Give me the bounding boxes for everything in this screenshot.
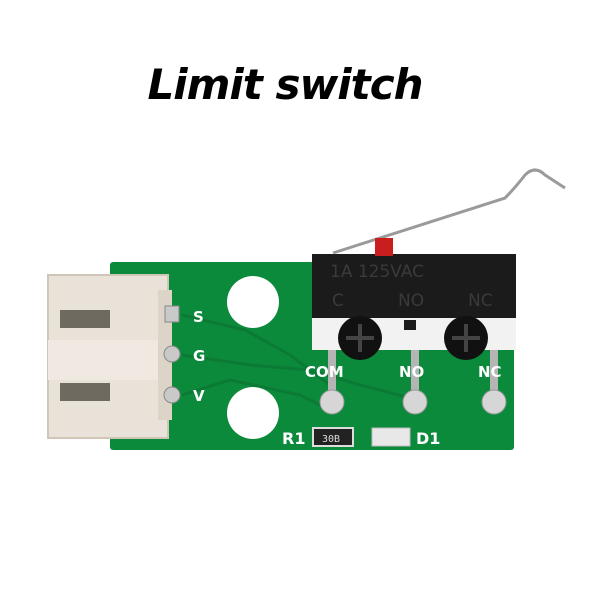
actuator-lever — [332, 168, 566, 256]
connector-pads — [163, 305, 181, 404]
pcb-label-no: NO — [399, 363, 424, 381]
mounting-hole — [227, 276, 279, 328]
switch-label-no: NO — [398, 291, 424, 311]
pin-label-s: S — [193, 308, 204, 326]
microswitch: 1A 125VAC C NO NC — [312, 254, 516, 360]
switch-rating: 1A 125VAC — [330, 262, 424, 282]
switch-label-c: C — [332, 291, 344, 311]
title: Limit switch — [147, 60, 423, 109]
label-r1: R1 — [282, 429, 305, 448]
pcb-label-com: COM — [305, 363, 344, 381]
pin-label-v: V — [193, 387, 205, 405]
mounting-hole — [227, 387, 279, 439]
pcb-label-nc: NC — [478, 363, 502, 381]
resistor-code: 30B — [322, 434, 340, 445]
led-d1 — [371, 427, 411, 447]
pin-label-g: G — [193, 347, 205, 365]
jst-connector — [47, 274, 172, 439]
label-d1: D1 — [416, 429, 440, 448]
switch-label-nc: NC — [468, 291, 493, 311]
switch-legs — [319, 350, 507, 415]
resistor-r1 — [312, 427, 354, 447]
